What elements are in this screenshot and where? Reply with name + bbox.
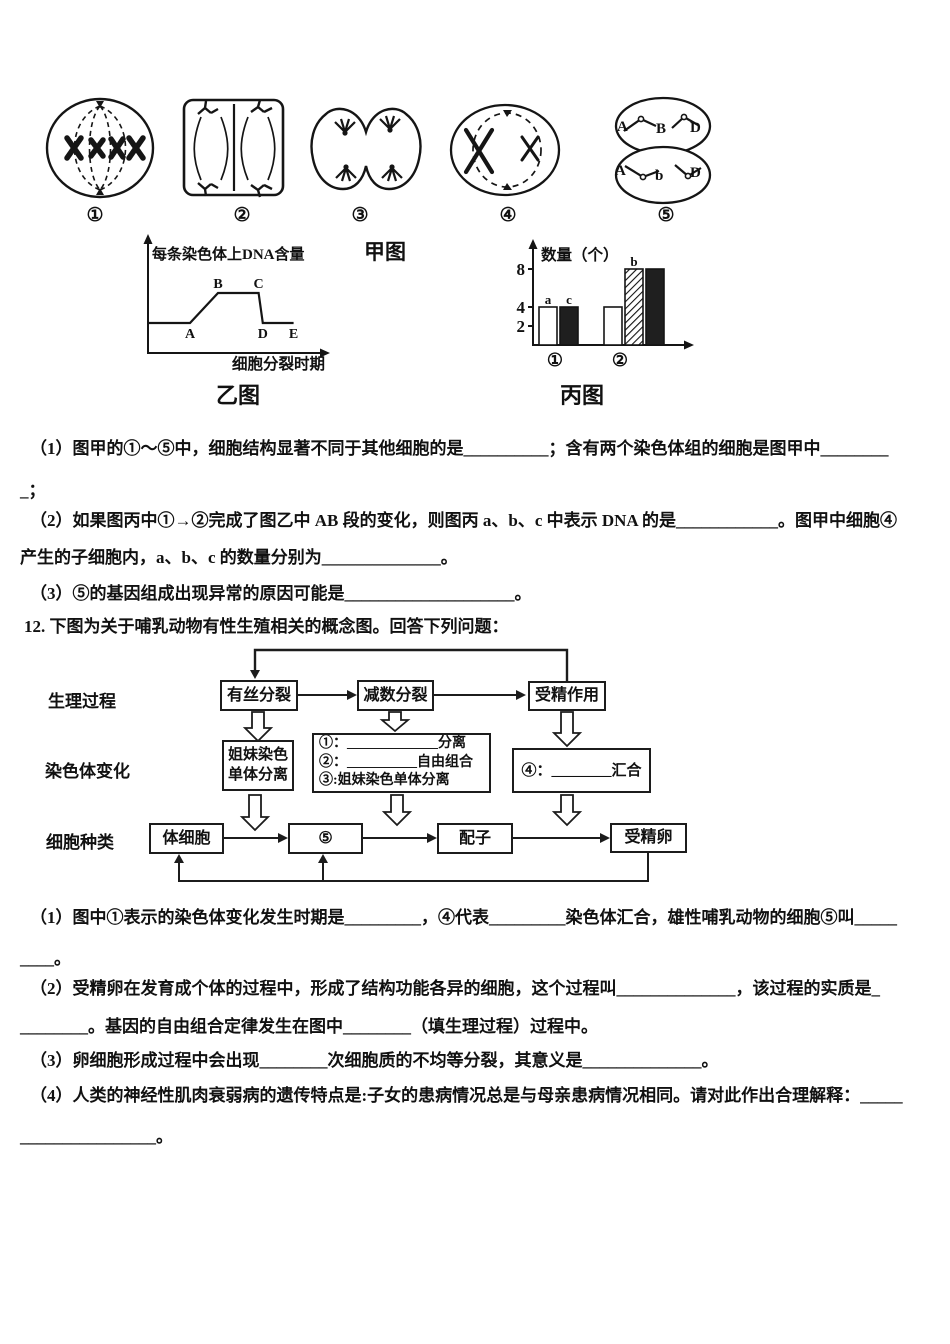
line-chart: 每条染色体上DNA含量 细胞分裂时期 乙图 A B C D E [143,234,330,408]
ytick-label-8: 8 [517,260,526,279]
bar-black [645,268,665,346]
q12-part2-line1: （2）受精卵在发育成个体的过程中，形成了结构功能各异的细胞，这个过程叫_____… [30,979,880,998]
box-mitosis: 有丝分裂 [220,680,298,711]
curve-point-label-E: E [289,327,298,342]
box-meiosis: 减数分裂 [357,680,434,711]
change-line-1: ①：_____________分离 [319,735,466,751]
cell-label-3: ③ [351,205,368,226]
box-zygote: 受精卵 [610,823,687,853]
box-gamete: 配子 [437,823,513,854]
change-line-3: ③:姐妹染色单体分离 [319,773,450,789]
curve-point-label-D: D [258,327,268,342]
bar-label-c: c [566,292,572,307]
cell-label-5: ⑤ [657,205,674,226]
line-chart-series: A B C D E [148,277,298,342]
q11-part1-line2: _； [20,481,46,500]
row-label-chromosome-change: 染色体变化 [45,762,130,781]
cell-diagram-5: A B D A b D [614,96,712,205]
q12-part1-line1: （1）图中①表示的染色体变化发生时期是_________，④代表________… [30,908,897,927]
bar-c [559,306,579,346]
q12-part4-line1: （4）人类的神经性肌肉衰弱病的遗传特点是:子女的患病情况总是与母亲患病情况相同。… [30,1086,903,1105]
figure-jia-title: 甲图 [364,240,406,264]
bar-group-label: ② [612,350,628,370]
chromosome-label: B [656,121,666,137]
bar-label-b: b [630,254,637,269]
cell-diagram-4 [449,103,561,197]
box-fertilization: 受精作用 [528,681,606,711]
chromosome-label: A [617,119,628,135]
chromosome-label: D [690,165,701,181]
line-chart-ylabel: 每条染色体上DNA含量 [152,245,305,263]
bar-white [603,306,623,346]
bar-chart-ylabel: 数量（个） [541,245,619,264]
box-somatic-cell: 体细胞 [149,823,224,854]
q11-part2-line1: （2）如果图丙中①→②完成了图乙中 AB 段的变化，则图丙 a、b、c 中表示 … [30,511,898,530]
ytick-label-2: 2 [517,317,526,336]
bar-b [624,268,644,346]
q11-part3: （3）⑤的基因组成出现异常的原因可能是____________________。 [30,584,532,603]
row-label-cell-type: 细胞种类 [46,833,114,852]
row-label-physiology: 生理过程 [48,692,116,711]
chromosome-label: D [690,120,701,136]
box-sister-line2: 单体分离 [227,766,288,783]
curve-point-label-A: A [185,327,196,342]
cell-diagram-3 [310,107,422,191]
q12-part2-line2: ________。基因的自由组合定律发生在图中________（填生理过程）过程… [20,1017,598,1036]
box-chromosome-merge: ④：________汇合 [512,748,651,793]
bar-label-a: a [545,292,552,307]
q11-part1-line1: （1）图甲的①～⑤中，细胞结构显著不同于其他细胞的是__________；含有两… [30,439,889,458]
line-chart-xlabel: 细胞分裂时期 [232,354,325,373]
bar-a [538,306,558,346]
chromosome-label: A [615,163,626,179]
q12-part4-line2: ________________。 [20,1127,173,1146]
ytick-label-4: 4 [517,298,526,317]
cell-label-1: ① [86,205,103,226]
q12-part1-line2: ____。 [20,949,71,968]
box-meiosis-changes: ①：_____________分离 ②：__________自由组合 ③:姐妹染… [312,733,491,793]
q12-stem: 12. 下图为关于哺乳动物有性生殖相关的概念图。回答下列问题： [24,617,509,636]
cell-label-2: ② [233,205,250,226]
curve-point-label-C: C [254,277,264,292]
cell-label-4: ④ [499,205,516,226]
cell-diagram-1 [45,97,155,199]
cell-diagram-2 [182,98,285,198]
line-chart-title: 乙图 [216,383,260,408]
box-sister-chromatid-separation: 姐妹染色 单体分离 [222,740,294,791]
dna-content-curve [148,291,294,325]
q12-part3: （3）卵细胞形成过程中会出现________次细胞质的不均等分裂，其意义是___… [30,1051,719,1070]
box-cell-5: ⑤ [288,823,363,854]
chromosome-label: b [655,168,663,184]
cell-number-labels: ① ② ③ ④ ⑤ [86,205,674,226]
q11-part2-line2: 产生的子细胞内，a、b、c 的数量分别为______________。 [20,548,458,567]
box-sister-line1: 姐妹染色 [227,747,288,763]
bar-group-label: ① [547,350,563,370]
bar-chart-title: 丙图 [560,383,604,408]
curve-point-label-B: B [213,277,222,292]
change-line-2: ②：__________自由组合 [319,754,473,770]
